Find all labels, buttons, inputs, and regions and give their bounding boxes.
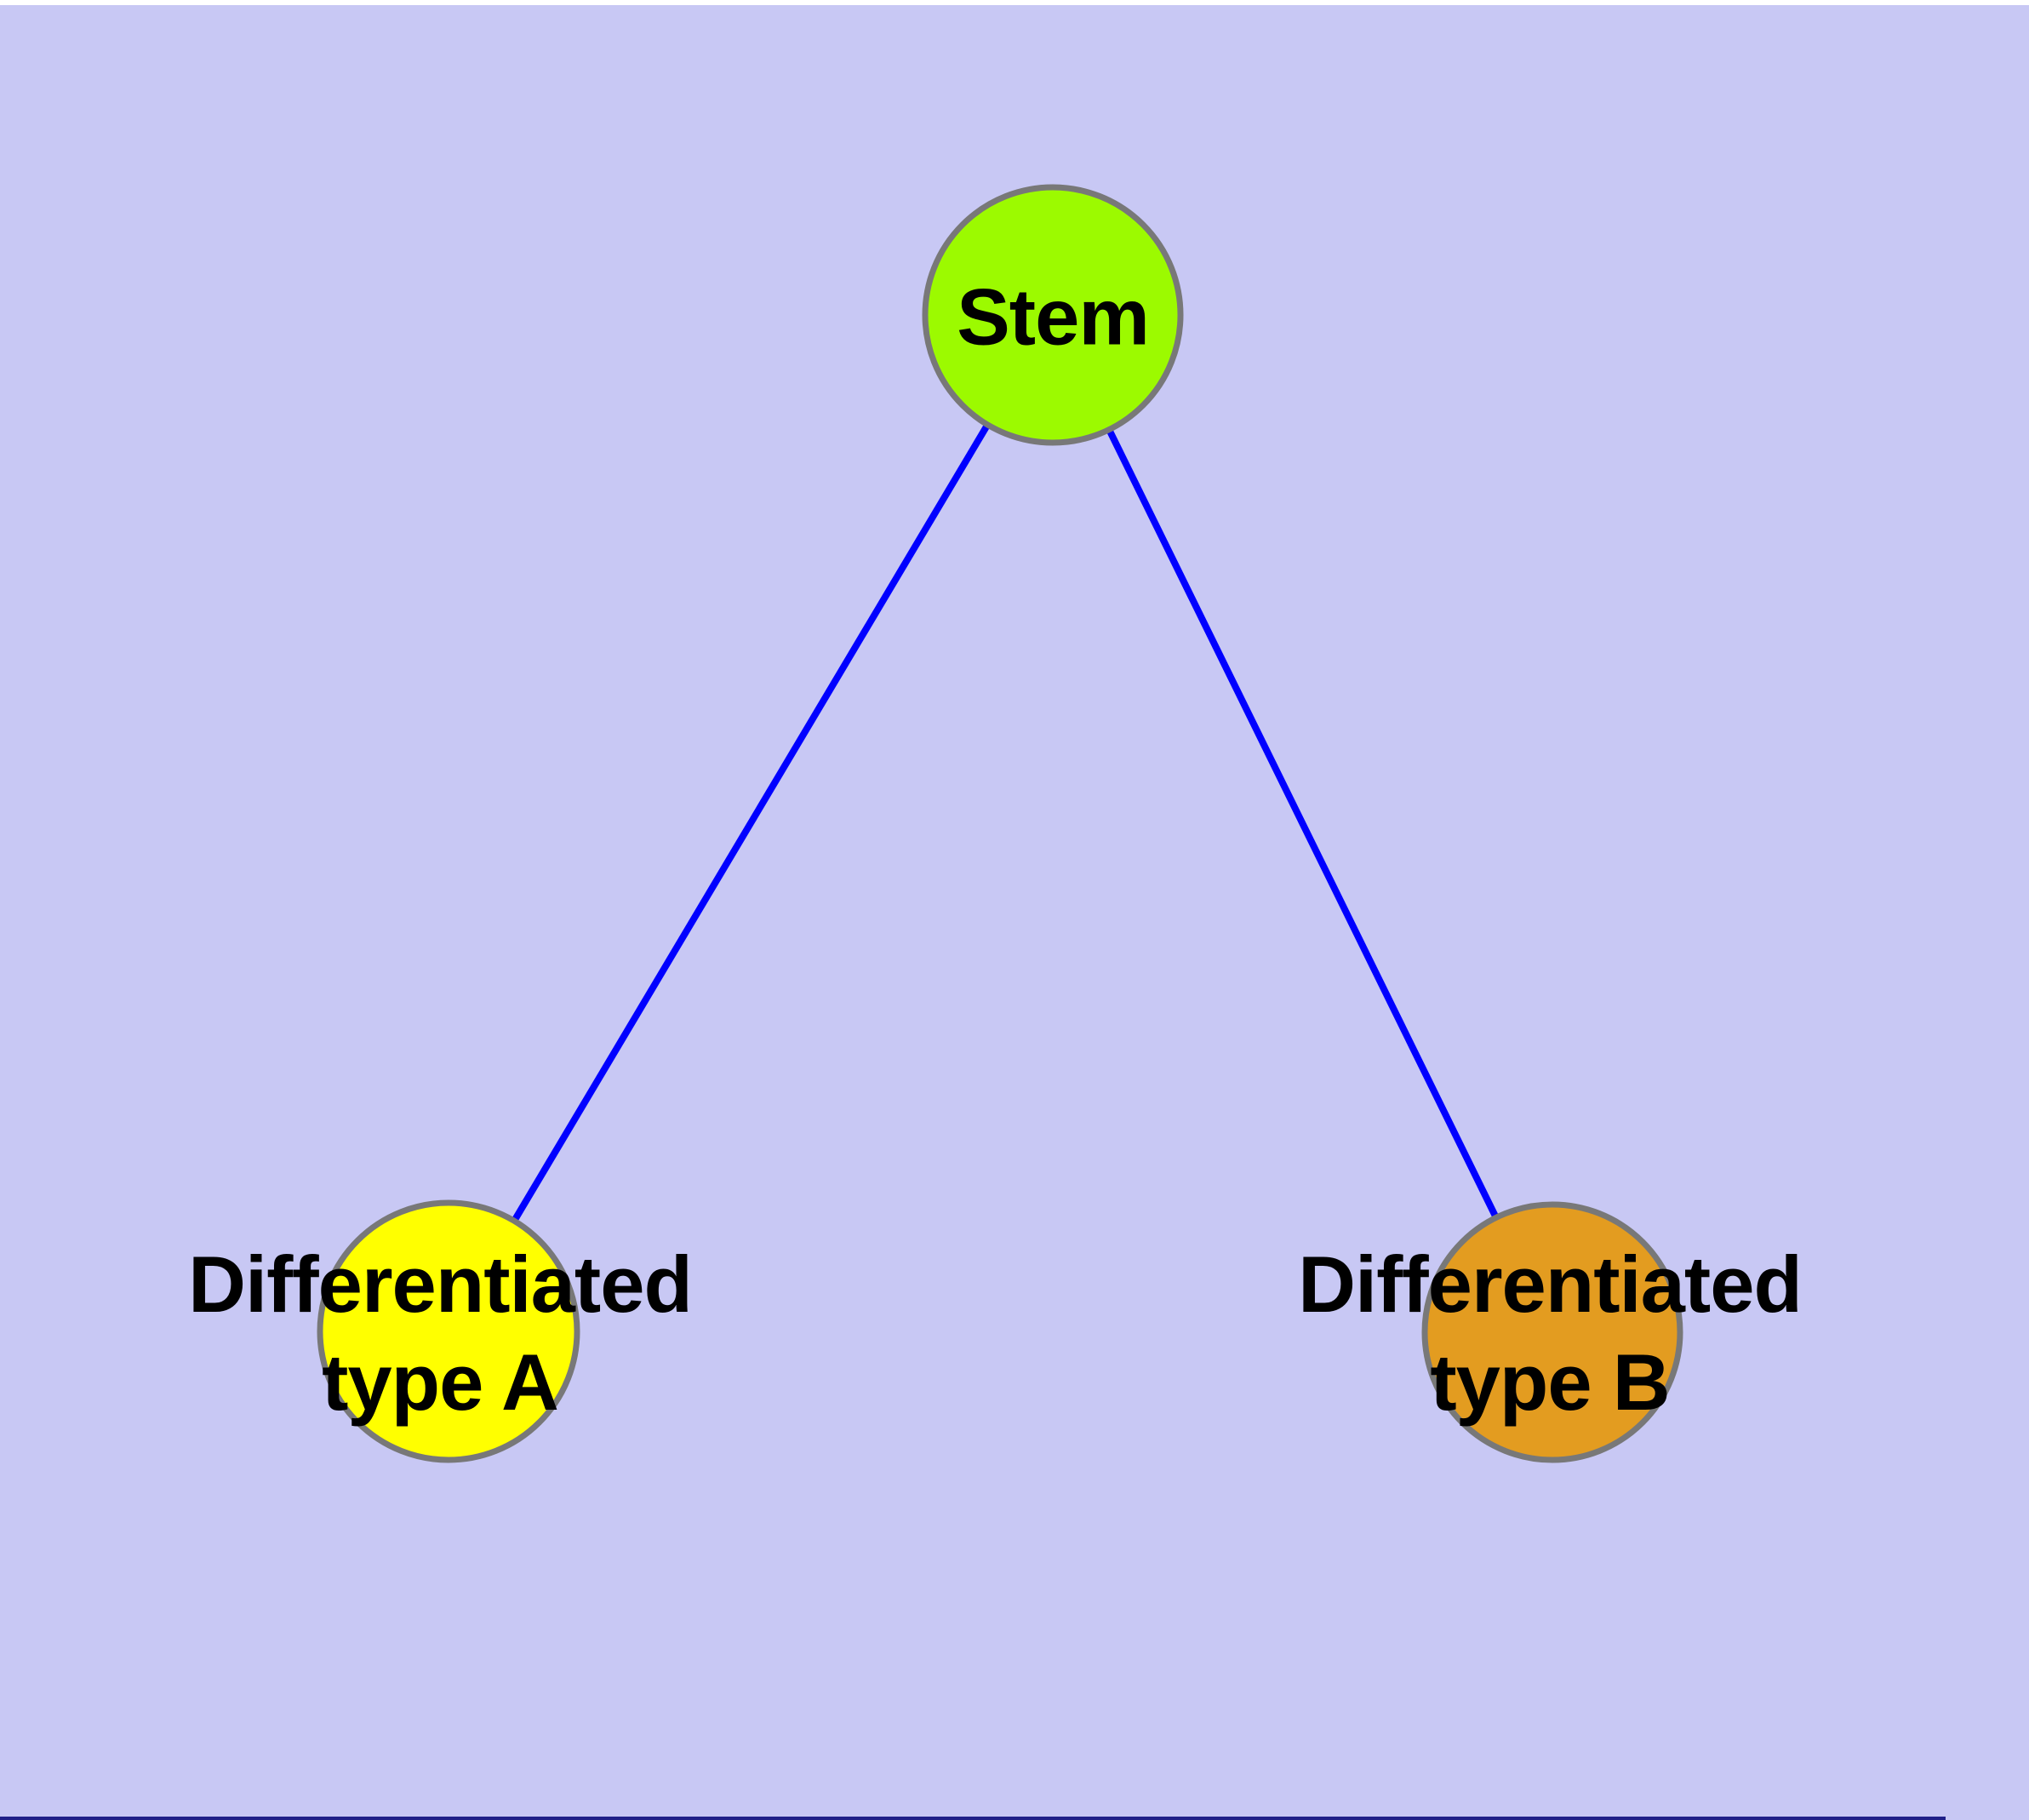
bottom-edge-strip [0, 1817, 1946, 1820]
node-stem-label: Stem [957, 272, 1150, 362]
top-edge-strip [0, 0, 2029, 5]
edge-stem-type-a [445, 312, 1056, 1334]
node-type-b-circle [1421, 1201, 1683, 1463]
node-stem-circle [922, 184, 1184, 446]
node-type-b-label: Differentiated type B [1298, 1239, 1803, 1427]
node-type-a-circle [317, 1199, 580, 1463]
edge-stem-type-b [1049, 313, 1556, 1334]
node-type-a-label: Differentiated type A [188, 1239, 693, 1427]
